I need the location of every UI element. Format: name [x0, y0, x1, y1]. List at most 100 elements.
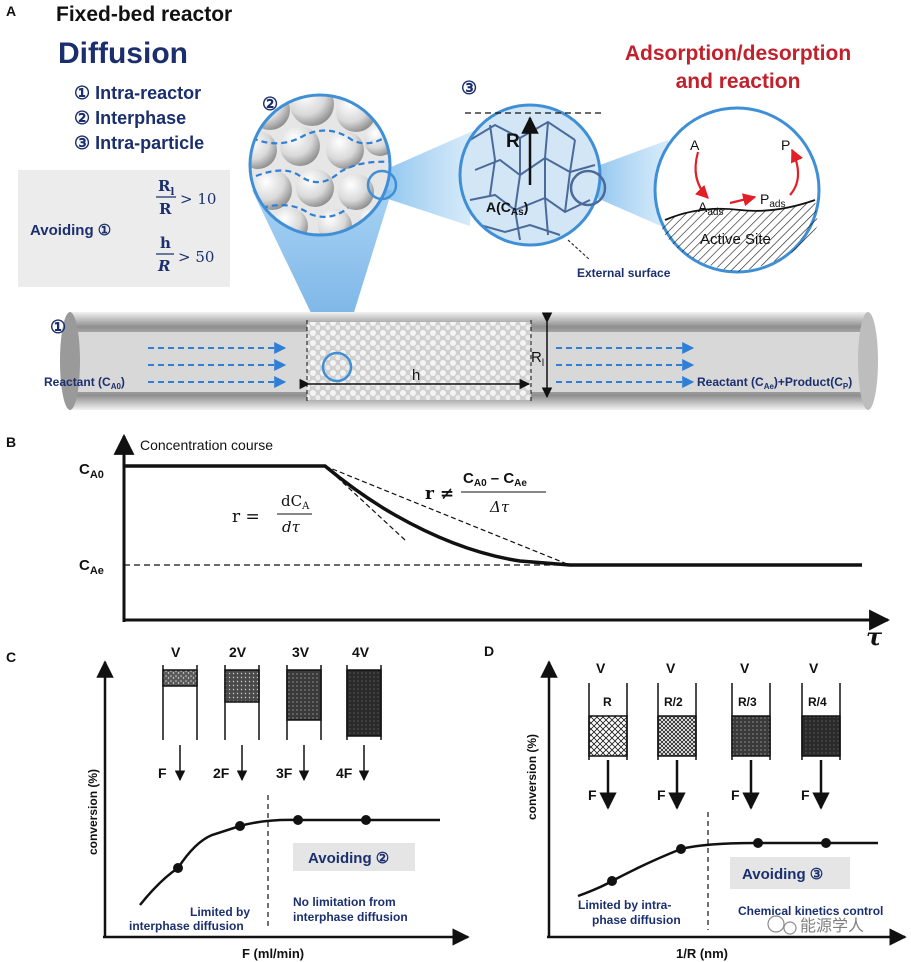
panel-d-reactors — [588, 683, 841, 810]
panel-d-limited-line1: Limited by intra- — [578, 898, 671, 912]
panel-a-letter: A — [6, 3, 16, 19]
site-label-a: A — [690, 137, 700, 153]
svg-text:dCA: dCA — [281, 492, 310, 512]
panel-d-radius-1: R — [603, 695, 612, 709]
panel-d-radius-4: R/4 — [808, 695, 827, 709]
reactor-tube — [60, 312, 878, 410]
svg-text:CA0 – CAe: CA0 – CAe — [463, 470, 527, 489]
avoiding-1-box — [18, 170, 230, 287]
panel-c-nolimit-line1: No limitation from — [293, 895, 396, 909]
condition-h-over-r: h R > 50 — [156, 234, 214, 275]
svg-text:> 50: > 50 — [178, 248, 214, 266]
reactor-radius-label: Rl — [531, 349, 544, 369]
panel-c-volume-4: 4V — [352, 644, 370, 660]
svg-text:Δτ: Δτ — [489, 498, 510, 516]
panel-c-flow-3: 3F — [276, 765, 293, 781]
panel-c-curve — [139, 795, 440, 930]
panel-d-flow-1: F — [588, 787, 597, 803]
adsorption-heading-line1: Adsorption/desorption — [625, 42, 851, 65]
panel-d-axes — [540, 660, 907, 946]
panel-c-letter: C — [6, 649, 16, 665]
avoiding-2-box — [293, 843, 415, 871]
inlet-label: Reactant (CA0) — [44, 375, 125, 391]
panel-d-xlabel: 1/R (nm) — [676, 946, 728, 961]
avoiding-2-label: Avoiding ② — [308, 850, 389, 867]
outlet-label: Reactant (CAe)+Product(CP) — [697, 375, 852, 391]
panel-b-axes — [113, 433, 891, 631]
avoiding-3-box — [730, 857, 850, 889]
watermark: 能源学人 — [767, 915, 864, 935]
ca0-label: CA0 — [79, 461, 104, 481]
svg-text:R: R — [157, 257, 170, 275]
site-label-a-ads: Aads — [698, 199, 723, 218]
svg-text:h: h — [160, 234, 171, 252]
panel-d-limited-line2: phase diffusion — [592, 913, 681, 927]
panel-c-volume-1: V — [171, 644, 181, 660]
cae-label: CAe — [79, 557, 104, 577]
rate-equation-average: r ≠ CA0 – CAe Δτ — [425, 470, 546, 516]
panel-d-radius-2: R/2 — [664, 695, 683, 709]
panel-c-reactors — [162, 665, 382, 782]
tau-axis-label: τ — [866, 622, 883, 651]
panel-d-flow-4: F — [801, 787, 810, 803]
panel-d-curve — [577, 812, 878, 930]
panel-d-volume-2: V — [666, 660, 676, 676]
svg-text:> 10: > 10 — [180, 190, 216, 208]
magnify-cone-particle — [380, 130, 475, 226]
particle-zoom — [458, 103, 607, 261]
panel-c-axes — [96, 660, 470, 946]
diffusion-heading: Diffusion — [58, 37, 188, 70]
panel-d-ylabel: conversion (%) — [525, 734, 539, 820]
adsorption-heading-line2: and reaction — [676, 70, 801, 93]
particle-radius-label: R — [506, 131, 520, 152]
panel-a-title: Fixed-bed reactor — [56, 3, 232, 26]
panel-d-radius-3: R/3 — [738, 695, 757, 709]
panel-c-limited-line2: interphase diffusion — [129, 919, 244, 933]
panel-c-flow-1: F — [158, 765, 167, 781]
panel-d-kinetic-label: Chemical kinetics control — [738, 904, 883, 918]
magnify-cone-bed — [252, 190, 392, 367]
panel-b-letter: B — [6, 434, 16, 450]
panel-d-flow-3: F — [731, 787, 740, 803]
diffusion-item-3: ③ Intra-particle — [74, 133, 204, 153]
rate-equation-instant: r = dCA dτ — [232, 492, 312, 536]
panel-c-nolimit-line2: interphase diffusion — [293, 910, 408, 924]
panel-c-flow-2: 2F — [213, 765, 230, 781]
site-label-p: P — [781, 137, 790, 153]
panel-d-volume-4: V — [809, 660, 819, 676]
svg-text:Rl: Rl — [158, 177, 174, 198]
svg-text:dτ: dτ — [282, 518, 301, 536]
panel-d-volume-1: V — [596, 660, 606, 676]
catalyst-bed — [307, 322, 531, 400]
particle-surface-conc: A(CAs) — [486, 199, 528, 218]
panel-d-letter: D — [484, 643, 494, 659]
circle-label-1: ① — [50, 317, 66, 337]
active-site-label: Active Site — [700, 231, 771, 248]
external-surface-label: External surface — [577, 266, 671, 280]
active-site-zoom — [653, 106, 821, 274]
panel-c-limited-line1: Limited by — [190, 905, 250, 919]
panel-c-volume-3: 3V — [292, 644, 310, 660]
panel-d-flow-2: F — [657, 787, 666, 803]
watermark-text: 能源学人 — [800, 917, 864, 935]
diffusion-item-2: ② Interphase — [74, 108, 186, 128]
panel-c-volume-2: 2V — [229, 644, 247, 660]
site-label-p-ads: Pads — [760, 191, 785, 210]
magnify-cone-site — [590, 140, 670, 230]
condition-rl-over-r: Rl R > 10 — [156, 177, 216, 218]
panel-c-xlabel: F (ml/min) — [242, 946, 304, 961]
diffusion-item-1: ① Intra-reactor — [74, 83, 201, 103]
concentration-curve — [124, 464, 862, 567]
panel-c-ylabel: conversion (%) — [86, 769, 100, 855]
svg-text:r =: r = — [232, 507, 260, 527]
circle-label-2: ② — [262, 94, 278, 114]
avoiding-1-label: Avoiding ① — [30, 222, 111, 239]
panel-d-volume-3: V — [740, 660, 750, 676]
avoiding-3-label: Avoiding ③ — [742, 866, 823, 883]
svg-text:r ≠: r ≠ — [425, 484, 454, 504]
circle-label-3: ③ — [461, 78, 477, 98]
svg-text:R: R — [159, 200, 172, 218]
bed-height-label: h — [412, 367, 420, 384]
concentration-course-label: Concentration course — [140, 437, 273, 453]
